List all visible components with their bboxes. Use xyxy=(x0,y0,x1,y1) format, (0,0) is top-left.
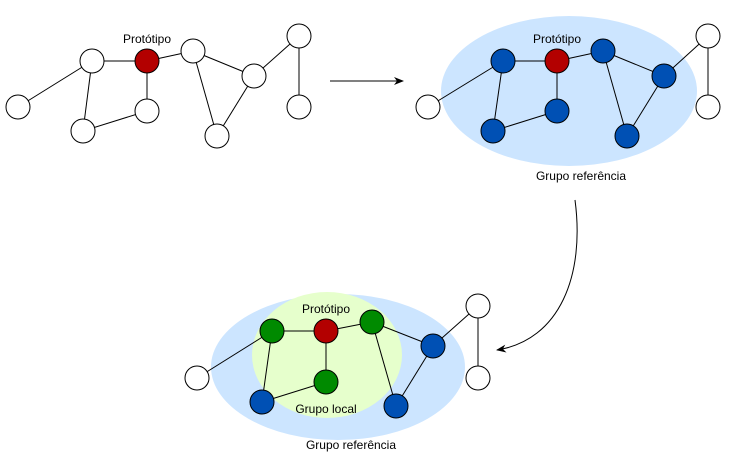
reference-node xyxy=(544,98,570,124)
reference-node xyxy=(614,123,640,149)
graph-node xyxy=(184,365,210,391)
edge xyxy=(602,50,628,137)
reference-group-label: Grupo referência xyxy=(536,169,626,183)
graph-node xyxy=(204,123,230,149)
panel-3-nodes xyxy=(184,293,491,419)
panel-2-nodes xyxy=(415,23,721,149)
graph-node xyxy=(465,365,491,391)
prototype-label: Protótipo xyxy=(533,32,581,46)
prototype-node xyxy=(313,318,339,344)
panel-1-nodes xyxy=(5,23,312,149)
local-node xyxy=(359,309,385,335)
local-node xyxy=(259,318,285,344)
edge xyxy=(427,60,504,108)
graph-node xyxy=(79,48,105,74)
edge xyxy=(17,60,93,108)
prototype-node xyxy=(134,48,160,74)
edge xyxy=(371,321,397,407)
edge xyxy=(192,50,218,137)
graph-node xyxy=(415,94,441,120)
arrow-curved xyxy=(496,199,578,353)
graph-node xyxy=(286,23,312,49)
reference-node xyxy=(651,63,677,89)
panel-reference-group: Protótipo Grupo referência xyxy=(415,16,721,183)
reference-node xyxy=(480,118,506,144)
reference-node xyxy=(249,389,275,415)
prototype-label: Protótipo xyxy=(302,302,350,316)
reference-node xyxy=(420,333,446,359)
graph-node xyxy=(241,63,267,89)
graph-node xyxy=(5,94,31,120)
panel-original-graph: Protótipo xyxy=(5,23,312,149)
graph-node xyxy=(695,94,721,120)
reference-node xyxy=(590,38,616,64)
local-group-label: Grupo local xyxy=(295,402,356,416)
edge xyxy=(196,330,273,379)
graph-node xyxy=(465,293,491,319)
local-node xyxy=(313,369,339,395)
graph-node xyxy=(695,23,721,49)
prototype-label: Protótipo xyxy=(123,32,171,46)
reference-node xyxy=(383,393,409,419)
graph-node xyxy=(286,94,312,120)
graph-node xyxy=(70,118,96,144)
reference-node xyxy=(490,48,516,74)
prototype-node xyxy=(544,48,570,74)
panel-local-group: Protótipo Grupo local Grupo referência xyxy=(184,292,491,452)
reference-group-label: Grupo referência xyxy=(306,438,396,452)
graph-node xyxy=(180,38,206,64)
graph-node xyxy=(134,98,160,124)
